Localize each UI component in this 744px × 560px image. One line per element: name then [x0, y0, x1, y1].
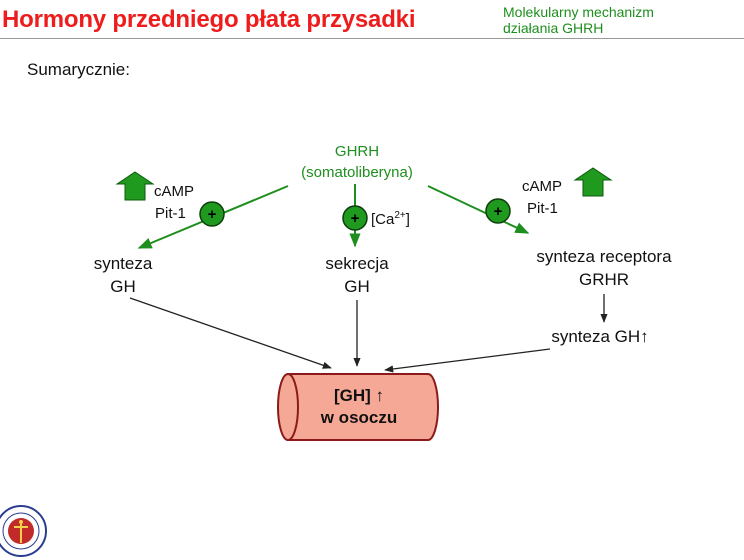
ghrh-label: GHRH: [335, 143, 379, 160]
middle-result-line2: GH: [344, 277, 370, 296]
subtitle-line-1: Molekularny mechanizm: [503, 4, 654, 20]
middle-result-line1: sekrecja: [325, 254, 389, 273]
svg-text:+: +: [208, 206, 217, 223]
middle-plus-circle-icon: +: [342, 205, 368, 231]
left-pit1-label: Pit-1: [155, 205, 186, 222]
right-plus-circle-icon: +: [485, 198, 511, 224]
cylinder-line2: w osoczu: [320, 408, 398, 427]
right-result-line2: GRHR: [579, 270, 629, 289]
right-result-synthesis-gh: synteza GH↑: [551, 327, 648, 346]
summary-label: Sumarycznie:: [27, 60, 130, 79]
svg-text:+: +: [494, 203, 503, 220]
somatoliberyna-label: (somatoliberyna): [301, 164, 413, 181]
calcium-superscript: 2+: [394, 210, 406, 221]
calcium-label: [Ca2+]: [371, 210, 410, 228]
left-camp-label: cAMP: [154, 183, 194, 200]
left-result-line1: synteza: [94, 254, 153, 273]
header-divider: [0, 38, 744, 39]
left-result-line2: GH: [110, 277, 136, 296]
slide-subtitle: Molekularny mechanizm działania GHRH: [503, 4, 654, 36]
cylinder-line1: [GH] ↑: [334, 386, 384, 405]
left-to-cylinder-arrow: [129, 297, 332, 369]
left-plus-circle-icon: +: [199, 201, 225, 227]
right-result-line1: synteza receptora: [536, 247, 672, 266]
right-pit1-label: Pit-1: [527, 200, 558, 217]
svg-text:+: +: [351, 210, 360, 227]
left-up-arrow-icon: [115, 171, 155, 201]
calcium-bracket-close: ]: [406, 211, 410, 228]
right-camp-label: cAMP: [522, 178, 562, 195]
subtitle-line-2: działania GHRH: [503, 20, 604, 36]
gh-plasma-cylinder: [GH] ↑ w osoczu: [277, 373, 439, 441]
right-to-cylinder-arrow: [384, 348, 551, 373]
right-up-arrow-icon: [573, 167, 613, 197]
page-title: Hormony przedniego płata przysadki: [2, 6, 416, 33]
university-seal-icon: [0, 505, 47, 557]
right-green-arrow: [427, 185, 530, 234]
calcium-bracket-open: [Ca: [371, 211, 395, 228]
